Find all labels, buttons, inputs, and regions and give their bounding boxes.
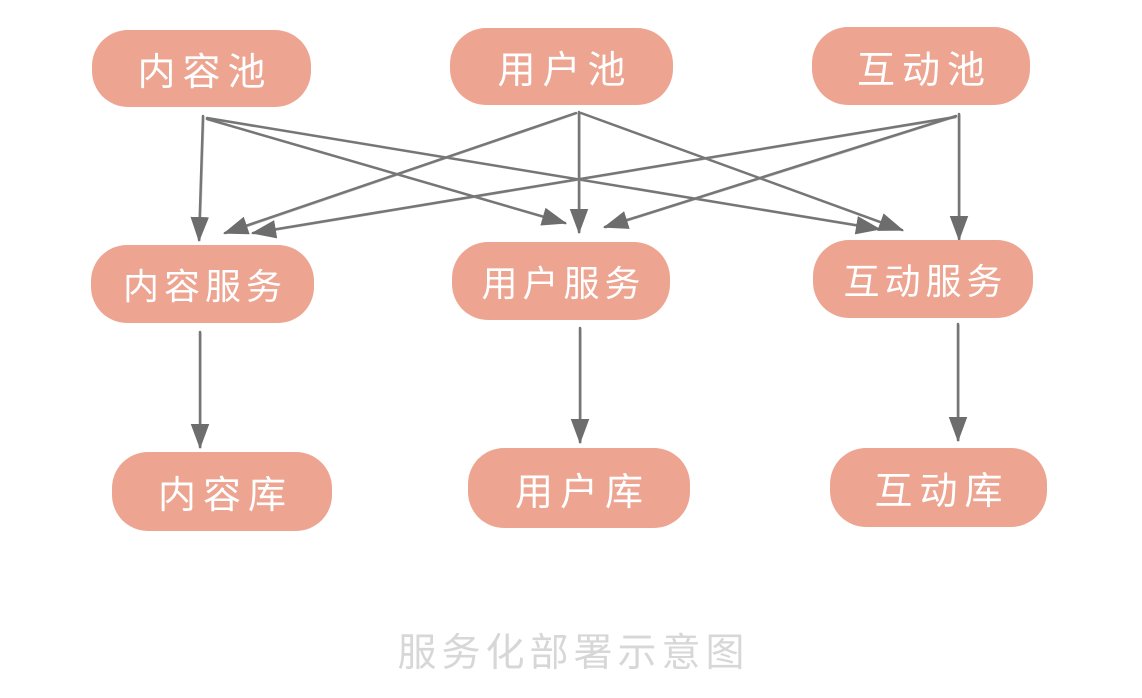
node-content-store: 内容库 xyxy=(112,452,332,531)
node-interaction-store: 互动库 xyxy=(830,448,1047,527)
edge-interaction-pool-to-user-service xyxy=(603,114,958,229)
node-user-service: 用户服务 xyxy=(452,242,670,320)
node-user-pool: 用户池 xyxy=(450,28,673,105)
node-label: 互动服务 xyxy=(843,261,1008,302)
node-label: 互动池 xyxy=(856,49,992,92)
node-content-service: 内容服务 xyxy=(91,245,314,323)
edge-interaction-pool-to-content-service xyxy=(251,115,957,239)
edge-content-pool-to-content-service xyxy=(190,114,209,242)
edge-interaction-service-to-interaction-store xyxy=(948,322,968,443)
node-label: 用户池 xyxy=(497,50,633,92)
edge-content-service-to-content-store xyxy=(190,330,210,450)
node-label: 内容服务 xyxy=(122,266,287,307)
edge-interaction-pool-to-interaction-service xyxy=(949,112,969,242)
edge-user-pool-to-content-service xyxy=(223,111,578,235)
node-user-store: 用户库 xyxy=(468,448,690,528)
edge-content-pool-to-user-service xyxy=(205,117,567,226)
node-label: 互动库 xyxy=(874,471,1010,513)
node-label: 内容池 xyxy=(137,52,273,94)
node-label: 用户库 xyxy=(514,471,650,514)
node-content-pool: 内容池 xyxy=(92,30,311,107)
edge-user-service-to-user-store xyxy=(570,326,590,445)
edge-user-pool-to-interaction-service xyxy=(579,111,904,232)
node-interaction-service: 互动服务 xyxy=(813,240,1033,318)
node-label: 用户服务 xyxy=(481,263,646,304)
edge-content-pool-to-interaction-service xyxy=(205,116,881,235)
diagram-caption: 服务化部署示意图 xyxy=(397,632,750,675)
edge-user-pool-to-user-service xyxy=(569,110,589,235)
node-label: 内容库 xyxy=(157,475,293,517)
node-interaction-pool: 互动池 xyxy=(812,27,1030,105)
